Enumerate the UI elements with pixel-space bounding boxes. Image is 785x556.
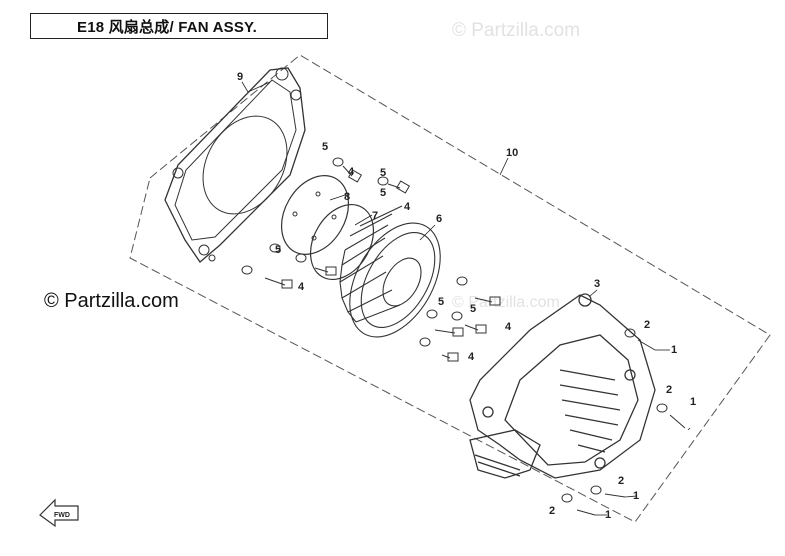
diagram-title: E18 风扇总成/ FAN ASSY. xyxy=(30,13,328,39)
callout-2c: 2 xyxy=(618,475,624,487)
callout-5f: 5 xyxy=(438,296,444,308)
callout-10: 10 xyxy=(506,147,518,159)
callout-1a: 1 xyxy=(671,344,677,356)
callout-8: 8 xyxy=(344,191,350,203)
callout-1c: 1 xyxy=(633,490,639,502)
callout-labels: 9 5 4 5 5 4 8 7 6 10 5 4 3 5 4 5 4 2 1 2… xyxy=(54,71,696,521)
callout-5e: 5 xyxy=(470,303,476,315)
callout-5d: 5 xyxy=(275,244,281,256)
watermark-center: © Partzilla.com xyxy=(452,294,560,311)
callout-2d: 2 xyxy=(549,505,555,517)
callout-4b: 4 xyxy=(404,201,411,213)
callout-4e: 4 xyxy=(468,351,475,363)
back-plate-part-9 xyxy=(164,67,306,263)
fwd-arrow-icon xyxy=(39,498,79,528)
callout-5a: 5 xyxy=(322,141,328,153)
callout-1d: 1 xyxy=(605,509,611,521)
fwd-label: FWD xyxy=(54,512,70,519)
callout-4c: 4 xyxy=(298,281,305,293)
assembly-boundary xyxy=(129,54,771,523)
brand-watermark: © Partzilla.com xyxy=(44,290,179,312)
watermark-top-right: © Partzilla.com xyxy=(452,20,581,41)
callout-4d: 4 xyxy=(505,321,512,333)
callout-4a: 4 xyxy=(348,166,355,178)
fan-part-6 xyxy=(339,205,441,338)
plate-part-8 xyxy=(280,175,350,255)
callout-9: 9 xyxy=(237,71,243,83)
fan-cover-part-3 xyxy=(469,293,656,479)
callout-3: 3 xyxy=(594,278,600,290)
o-ring-part-7 xyxy=(309,204,375,280)
callout-6: 6 xyxy=(436,213,442,225)
callout-7: 7 xyxy=(372,210,378,222)
fasteners xyxy=(241,157,686,516)
callout-2a: 2 xyxy=(644,319,650,331)
callout-5b: 5 xyxy=(380,167,386,179)
callout-2b: 2 xyxy=(666,384,672,396)
leader-lines xyxy=(241,81,691,516)
callout-5c: 5 xyxy=(380,187,386,199)
callout-1b: 1 xyxy=(690,396,696,408)
